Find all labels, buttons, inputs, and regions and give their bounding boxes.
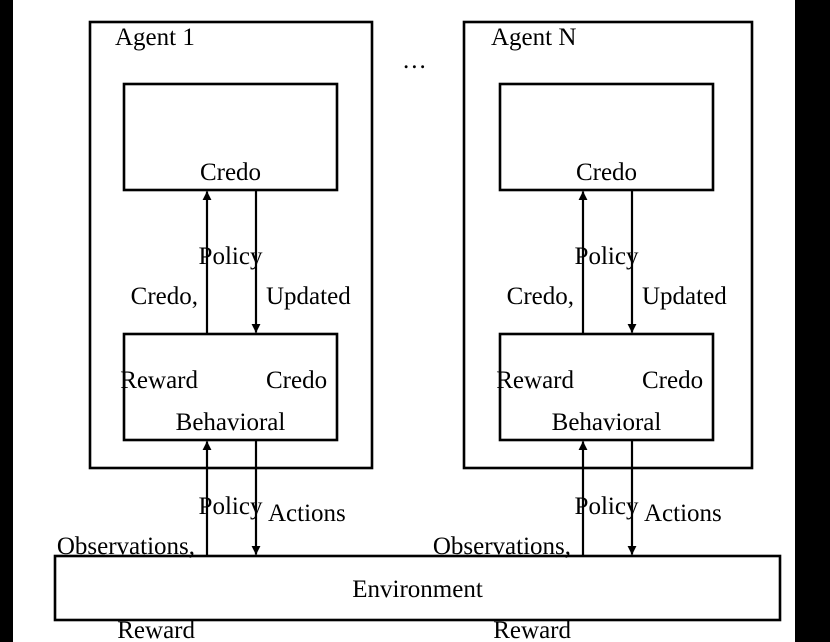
agent-n-container [462,20,754,470]
agent-n-credo-policy-box [498,82,715,192]
agent-1-behavioral-policy-line2: Policy [198,493,263,520]
agent-1-container [88,20,374,470]
agent-n-credo-policy-label: Credo Policy [500,103,713,327]
agent-1-credo-policy-line1: Credo [199,159,262,186]
agent-1-observations-reward-line2: Reward [117,617,195,642]
diagram-canvas: Agent 1 Credo Policy Behavioral Policy C… [13,0,795,642]
diagram-vector-layer [53,20,782,622]
agent-1-credo-reward-label: Credo, Reward [88,227,198,451]
agent-n-credo-reward-line1: Credo, [506,283,574,310]
agent-n-updated-credo-line1: Updated [642,283,727,310]
agent-1-behavioral-policy-box [122,332,339,442]
agent-n-updated-credo-label: Updated Credo [642,227,762,451]
agent-1-credo-policy-label: Credo Policy [124,103,337,327]
agent-1-updated-credo-label: Updated Credo [266,227,386,451]
environment-box [53,554,782,622]
agent-n-observations-reward-line2: Reward [493,617,571,642]
agent-n-behavioral-policy-box [498,332,715,442]
agent-1-title: Agent 1 [115,24,195,51]
agent-n-credo-reward-line2: Reward [496,367,574,394]
agent-n-behavioral-policy-label: Behavioral Policy [500,353,713,577]
agent-n-title: Agent N [491,24,577,51]
environment-label: Environment [352,576,483,603]
agent-1-updated-credo-line1: Updated [266,283,351,310]
agent-1-behavioral-policy-label: Behavioral Policy [124,353,337,577]
agent-1-observations-reward-label: Observations, Reward [30,477,195,642]
agent-1-credo-reward-line1: Credo, [130,283,198,310]
agent-1-credo-policy-line2: Policy [198,243,263,270]
agent-n-credo-policy-line2: Policy [574,243,639,270]
agent-n-behavioral-policy-line1: Behavioral [551,409,662,436]
agents-ellipsis: ... [403,47,428,74]
agent-1-credo-reward-line2: Reward [120,367,198,394]
agent-n-actions-label: Actions [644,500,722,527]
agent-1-updated-credo-line2: Credo [266,367,328,394]
agent-1-actions-label: Actions [268,500,346,527]
agent-n-credo-policy-line1: Credo [575,159,638,186]
agent-n-observations-reward-label: Observations, Reward [406,477,571,642]
agent-n-updated-credo-line2: Credo [642,367,704,394]
agent-n-credo-reward-label: Credo, Reward [464,227,574,451]
agent-1-credo-policy-box [122,82,339,192]
agent-n-observations-reward-line1: Observations, [432,533,571,560]
agent-n-behavioral-policy-line2: Policy [574,493,639,520]
agent-1-observations-reward-line1: Observations, [56,533,195,560]
agent-1-behavioral-policy-line1: Behavioral [175,409,286,436]
